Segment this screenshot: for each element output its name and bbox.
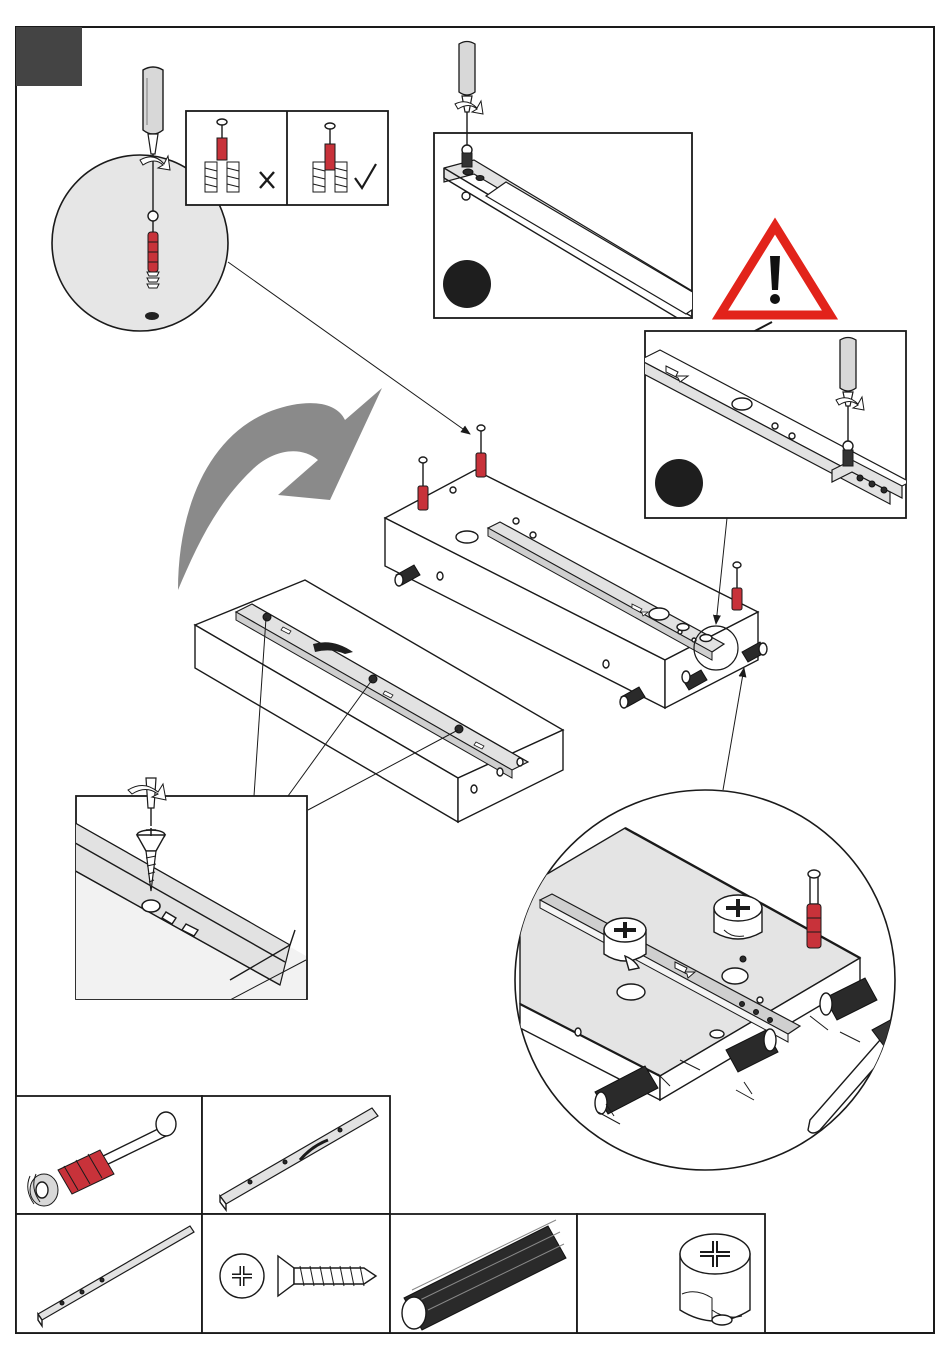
rotate-arrow-icon (178, 388, 382, 590)
cam-bolt (418, 457, 428, 510)
runner-screw-detail-box (434, 133, 724, 328)
cam-bolt (732, 562, 742, 610)
warning-triangle-icon (720, 226, 830, 315)
cam-bolt (476, 425, 486, 477)
part-cam-lock (680, 1234, 750, 1325)
step-badge (655, 459, 703, 507)
bolt-correct-wrong-boxes (186, 111, 388, 205)
screw-into-runner-detail (70, 778, 307, 1000)
step-marker-block (16, 27, 82, 86)
cam-lock-dowel-zoom-circle (515, 790, 934, 1170)
cam-lock (714, 895, 762, 939)
runner-direction-detail-box (640, 331, 910, 518)
step-badge (443, 260, 491, 308)
